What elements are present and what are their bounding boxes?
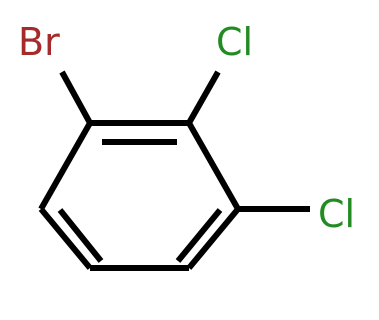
chlorine-atom-label-right: Cl: [318, 192, 355, 236]
ring-bond-c3-c4: [186, 207, 241, 270]
ring-bond-c5-c6: [38, 207, 93, 270]
chlorine-atom-label-top: Cl: [216, 20, 253, 64]
bromine-atom-label: Br: [18, 20, 60, 64]
bond-to-chlorine-top: [186, 70, 221, 125]
double-bond-inner-left: [57, 208, 104, 263]
double-bond-inner-right: [175, 208, 223, 263]
ring-bond-c6-c1: [38, 121, 93, 211]
ring-bond-c2-c3: [186, 121, 241, 211]
bond-to-bromine: [59, 70, 93, 125]
benzene-ring: [38, 70, 310, 271]
